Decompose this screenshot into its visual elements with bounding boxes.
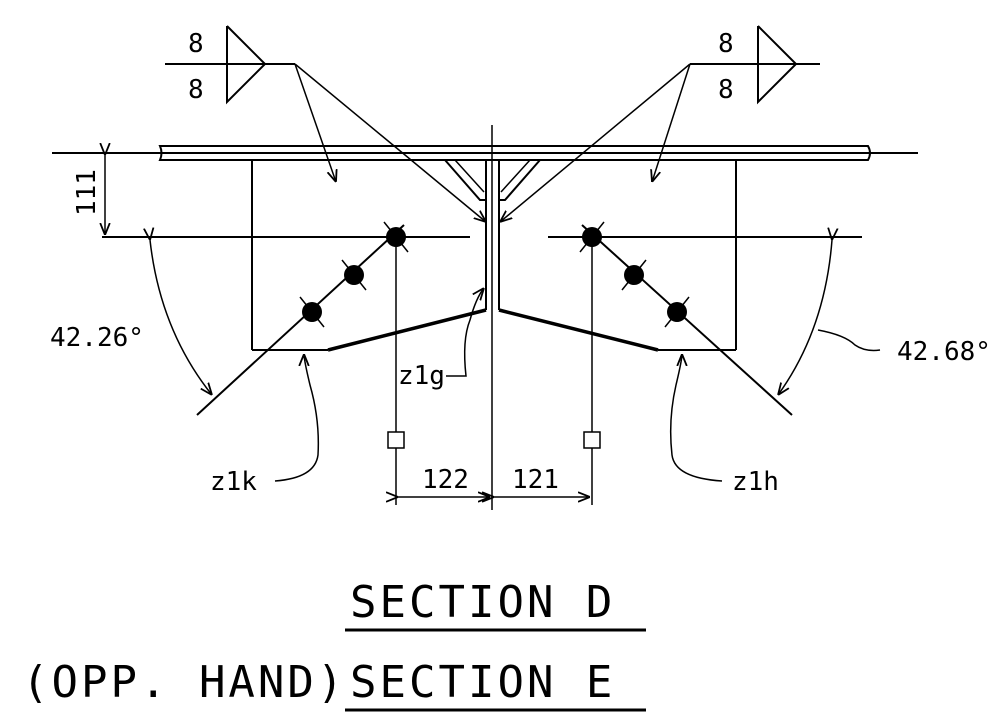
right-gusset-plate: [498, 160, 737, 352]
right-weld-top-size: 8: [718, 29, 734, 59]
left-plate-label: z1k: [210, 467, 257, 497]
right-bolt-line: [579, 221, 793, 416]
part-label-z1h: z1h: [669, 353, 779, 497]
right-weld-symbol: 8 8: [500, 25, 820, 222]
left-weld-symbol: 8 8: [165, 25, 486, 222]
left-angle-label: 42.26°: [50, 323, 144, 353]
section-e-title: SECTION E: [350, 657, 615, 708]
vertical-dimension: 111: [72, 155, 105, 235]
fillet-welds: [444, 159, 541, 201]
section-titles: SECTION D (OPP. HAND) SECTION E: [22, 577, 646, 712]
left-bolt-line: [196, 221, 409, 416]
right-weld-bottom-size: 8: [718, 75, 734, 105]
center-web: [485, 125, 500, 510]
left-weld-bottom-size: 8: [188, 75, 204, 105]
right-plate-label: z1h: [732, 467, 779, 497]
center-plate-label: z1g: [398, 361, 445, 391]
right-angle-label: 42.68°: [897, 337, 991, 367]
left-angle-dimension: 42.26°: [50, 240, 212, 395]
right-angle-dimension: 42.68°: [778, 240, 991, 395]
part-label-z1k: z1k: [210, 353, 320, 497]
left-gusset-plate: [251, 160, 487, 352]
horizontal-dimensions: 122 121: [398, 465, 590, 497]
dimension-111: 111: [72, 169, 102, 216]
opp-hand-prefix: (OPP. HAND): [22, 657, 346, 708]
part-label-z1g: z1g: [398, 288, 484, 391]
dimension-121: 121: [512, 465, 559, 495]
left-weld-top-size: 8: [188, 29, 204, 59]
dimension-122: 122: [422, 465, 469, 495]
section-d-title: SECTION D: [350, 577, 615, 628]
top-flange-plate: [52, 145, 918, 161]
